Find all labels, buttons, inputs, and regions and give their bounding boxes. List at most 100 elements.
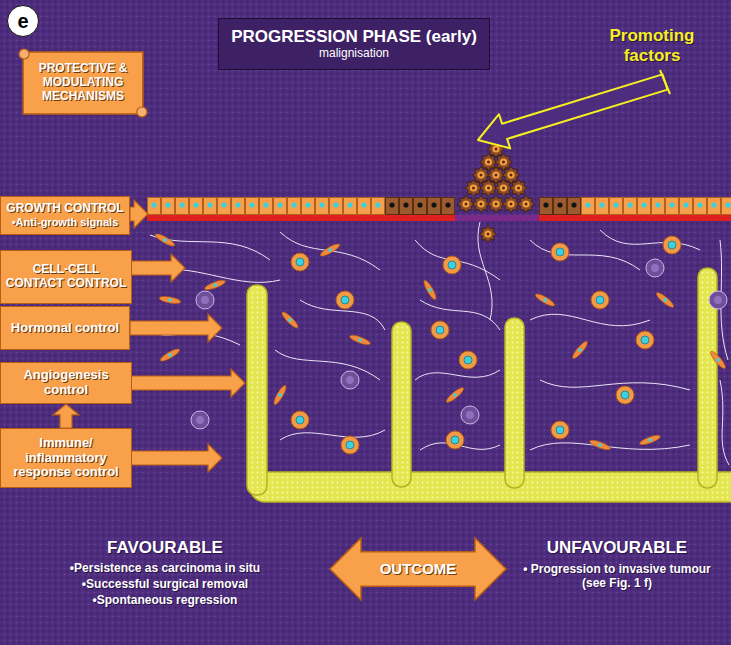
fibre — [415, 240, 500, 280]
outcome-arrow: OUTCOME — [330, 538, 506, 600]
dysplastic-cells — [539, 197, 581, 215]
scroll-body — [23, 52, 143, 114]
scroll-curl — [137, 107, 147, 117]
immune-cell — [196, 291, 214, 309]
outcome-heading: UNFAVOURABLE — [512, 538, 722, 558]
fibroblast — [349, 333, 372, 346]
fibre — [540, 380, 690, 390]
fibre — [720, 380, 729, 465]
stromal-cell — [336, 291, 354, 309]
node-text: Immune/ inflammatory response control — [5, 436, 127, 481]
node-text: •Anti-growth signals — [12, 216, 119, 229]
basement-membrane — [455, 215, 539, 221]
panel-letter: e — [7, 5, 39, 37]
fibroblast — [159, 295, 182, 305]
scroll-curl — [19, 49, 29, 59]
block-arrow — [130, 200, 148, 228]
vessel — [505, 318, 524, 488]
control-arrows — [130, 200, 245, 472]
outcome-bullet: •Spontaneous regression — [20, 593, 310, 607]
fibroblast — [280, 310, 300, 330]
tumour-cell — [518, 196, 535, 213]
stromal-cell — [459, 351, 477, 369]
stromal-cell — [663, 236, 681, 254]
stromal-cell — [551, 243, 569, 261]
block-arrow — [130, 254, 185, 282]
control-box: Angiogenesis control — [0, 362, 132, 404]
fibroblast — [272, 384, 288, 406]
stromal-cell — [446, 431, 464, 449]
node-text: Angiogenesis control — [5, 368, 127, 398]
node-text: malignisation — [319, 47, 389, 61]
promoting-label: Promoting factors — [596, 26, 708, 67]
fibroblast — [319, 242, 341, 258]
fibroblast — [534, 292, 556, 308]
basement-membrane — [147, 215, 455, 221]
immune-cell — [709, 291, 727, 309]
node-text: PROTECTIVE & MODULATING MECHANISMS — [24, 62, 142, 103]
fibroblast — [445, 386, 466, 405]
immune-cell — [646, 259, 664, 277]
fibre — [275, 350, 380, 380]
fibre — [530, 240, 640, 270]
promoting-arrow-cap — [660, 70, 670, 94]
stromal-cell — [431, 321, 449, 339]
title-box: PROGRESSION PHASE (early)malignisation — [218, 18, 490, 70]
stromal-cell — [443, 256, 461, 274]
stromal-cell — [551, 421, 569, 439]
immune-cell — [191, 411, 209, 429]
outcome-bullet: • Progression to invasive tumour (see Fi… — [512, 562, 722, 591]
block-arrow — [130, 314, 222, 342]
epithelial-cells — [539, 197, 731, 215]
stromal-cell — [616, 386, 634, 404]
fibre — [530, 314, 650, 326]
double-arrow-shape — [330, 538, 506, 600]
node-text: PROGRESSION PHASE (early) — [231, 27, 477, 47]
immune-cell — [461, 406, 479, 424]
fibroblast — [159, 347, 181, 363]
stromal-cell — [291, 411, 309, 429]
node-text: Hormonal control — [11, 321, 119, 336]
fibre — [600, 230, 700, 250]
fibroblast — [589, 438, 612, 451]
vessel — [392, 322, 411, 487]
blood-vessels — [247, 268, 731, 502]
tumour-cell — [480, 226, 497, 243]
vessel — [250, 472, 731, 502]
promoting-arrow — [478, 74, 668, 148]
control-box: Hormonal control — [0, 306, 130, 350]
control-box: Immune/ inflammatory response control — [0, 428, 132, 488]
tumour-cell — [510, 180, 527, 197]
block-arrow — [130, 369, 245, 397]
stromal-cell — [341, 436, 359, 454]
stromal-cell — [636, 331, 654, 349]
connector-arrow — [53, 404, 79, 428]
stroma-fibres — [150, 222, 729, 465]
stroma-cells — [154, 232, 727, 454]
basement-membrane — [539, 215, 731, 221]
outcome-bullet: •Persistence as carcinoma in situ — [20, 561, 310, 575]
fibroblast — [422, 279, 438, 301]
fibroblast — [154, 232, 176, 248]
fibroblast — [709, 350, 728, 371]
fibroblast — [639, 433, 662, 446]
fibroblast — [204, 278, 227, 291]
fibre — [415, 370, 500, 380]
fibre — [280, 232, 380, 270]
epithelial-cells — [147, 197, 455, 215]
control-box: GROWTH CONTROL•Anti-growth signals — [0, 196, 130, 235]
dysplastic-cells — [385, 197, 455, 215]
fibroblast — [571, 340, 590, 361]
scroll-box: PROTECTIVE & MODULATING MECHANISMS — [18, 48, 148, 118]
block-arrow — [130, 444, 222, 472]
stromal-cell — [591, 291, 609, 309]
control-box: CELL-CELL CONTACT CONTROL — [0, 250, 132, 304]
outcome-bullet: •Successful surgical removal — [20, 577, 310, 591]
fibroblast — [655, 291, 676, 310]
tumour-cells — [458, 141, 535, 243]
outcome-heading: FAVOURABLE — [20, 538, 310, 558]
epithelium — [147, 197, 731, 221]
